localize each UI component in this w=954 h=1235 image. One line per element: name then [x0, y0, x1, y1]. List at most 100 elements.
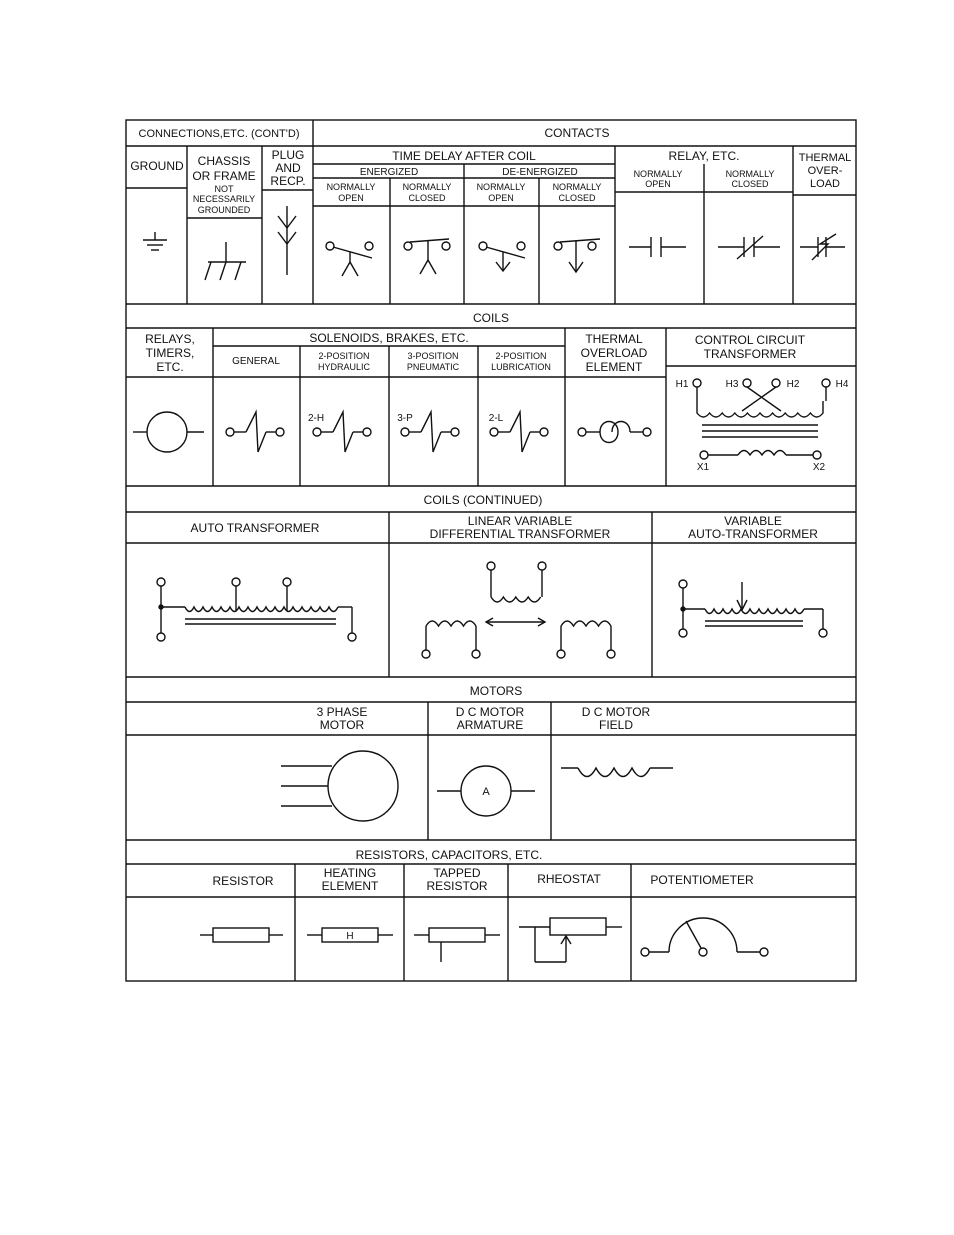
td-en-no-label-1: NORMALLY — [327, 182, 376, 192]
chart-frame — [125, 119, 857, 982]
solenoid-pneumatic-symbol — [400, 409, 460, 453]
td-de-nc-label-2: CLOSED — [558, 193, 596, 203]
solenoids-label: SOLENOIDS, BRAKES, ETC. — [309, 331, 468, 345]
thermal-element-label-1: THERMAL — [585, 332, 643, 346]
potentiometer-label: POTENTIOMETER — [650, 873, 754, 887]
td-energized-nc-symbol — [403, 238, 451, 275]
thermal-overload-element-symbol — [577, 420, 652, 444]
tapped-resistor-symbol — [414, 927, 500, 962]
variable-auto-transformer-symbol — [678, 579, 828, 638]
chassis-note-1: NOT — [215, 184, 235, 194]
auto-transformer-label: AUTO TRANSFORMER — [191, 521, 320, 535]
dc-field-label-2: FIELD — [599, 718, 633, 732]
three-phase-label-2: MOTOR — [320, 718, 365, 732]
control-transformer-label-2: TRANSFORMER — [704, 347, 797, 361]
plug-receptacle-symbol — [277, 206, 297, 275]
dc-armature-label-2: ARMATURE — [457, 718, 523, 732]
tapped-label-2: RESISTOR — [426, 879, 487, 893]
general-label: GENERAL — [232, 356, 280, 367]
lvdt-label-1: LINEAR VARIABLE — [468, 514, 572, 528]
pneumatic-label-2: PNEUMATIC — [407, 362, 460, 372]
potentiometer-symbol — [640, 917, 769, 957]
terminal-h3: H3 — [726, 379, 739, 390]
solenoid-hydraulic-symbol — [312, 409, 372, 453]
relays-label-1: RELAYS, — [145, 332, 195, 346]
motors-header: MOTORS — [470, 684, 522, 698]
relay-no-label-2: OPEN — [645, 179, 671, 189]
coils-header: COILS — [473, 311, 509, 325]
relay-nc-symbol — [718, 235, 780, 260]
armature-letter: A — [482, 786, 490, 798]
ground-symbol — [143, 232, 167, 251]
coils-continued-header: COILS (CONTINUED) — [424, 493, 543, 507]
thermal-overload-label-1: THERMAL — [799, 152, 852, 164]
contacts-header: CONTACTS — [544, 126, 609, 140]
terminal-h4: H4 — [836, 379, 849, 390]
solenoid-lubrication-symbol — [489, 409, 549, 453]
terminal-x2: X2 — [813, 462, 826, 473]
relay-nc-label-2: CLOSED — [731, 179, 769, 189]
plug-label-3: RECP. — [270, 174, 305, 188]
td-de-no-label-2: OPEN — [488, 193, 514, 203]
dc-field-label-1: D C MOTOR — [582, 705, 651, 719]
terminal-h1: H1 — [676, 379, 689, 390]
thermal-overload-label-2: OVER- — [808, 165, 843, 177]
thermal-element-label-3: ELEMENT — [586, 360, 643, 374]
td-deenergized-nc-symbol — [553, 238, 601, 274]
three-phase-label-1: 3 PHASE — [317, 705, 368, 719]
de-energized-label: DE-ENERGIZED — [502, 167, 578, 178]
control-transformer-symbol — [692, 378, 831, 460]
pneumatic-symbol-label: 3-P — [397, 413, 413, 424]
lvdt-symbol — [421, 561, 616, 659]
terminal-h2: H2 — [787, 379, 800, 390]
chassis-frame-symbol — [204, 242, 246, 281]
lvdt-label-2: DIFFERENTIAL TRANSFORMER — [430, 527, 611, 541]
relay-no-symbol — [629, 237, 686, 257]
td-energized-no-symbol — [325, 241, 374, 277]
relays-label-2: TIMERS, — [146, 346, 195, 360]
rheostat-label: RHEOSTAT — [537, 872, 601, 886]
hydraulic-symbol-label: 2-H — [308, 413, 324, 424]
chassis-note-3: GROUNDED — [198, 205, 251, 215]
td-en-nc-label-1: NORMALLY — [403, 182, 452, 192]
resistors-header: RESISTORS, CAPACITORS, ETC. — [356, 848, 543, 862]
td-en-no-label-2: OPEN — [338, 193, 364, 203]
td-deenergized-no-symbol — [478, 241, 526, 273]
relay-no-label-1: NORMALLY — [634, 169, 683, 179]
variable-label-2: AUTO-TRANSFORMER — [688, 527, 818, 541]
variable-label-1: VARIABLE — [724, 514, 782, 528]
hydraulic-label-2: HYDRAULIC — [318, 362, 371, 372]
relays-label-3: ETC. — [156, 360, 183, 374]
heating-label-1: HEATING — [324, 866, 376, 880]
chassis-label-2: OR FRAME — [192, 169, 255, 183]
pneumatic-label-1: 3-POSITION — [407, 351, 458, 361]
thermal-overload-contact-symbol — [800, 233, 845, 261]
resistor-label: RESISTOR — [212, 874, 273, 888]
ground-label: GROUND — [130, 159, 184, 173]
td-en-nc-label-2: CLOSED — [408, 193, 446, 203]
lubrication-label-1: 2-POSITION — [495, 351, 546, 361]
heating-label-2: ELEMENT — [322, 879, 379, 893]
three-phase-motor-symbol — [281, 750, 399, 822]
dc-motor-field-symbol — [561, 766, 673, 778]
solenoid-general-symbol — [225, 409, 285, 453]
rheostat-symbol — [519, 917, 622, 963]
lubrication-symbol-label: 2-L — [489, 413, 504, 424]
chassis-note-2: NECESSARILY — [193, 194, 255, 204]
td-de-nc-label-1: NORMALLY — [553, 182, 602, 192]
tapped-label-1: TAPPED — [433, 866, 480, 880]
connections-header: CONNECTIONS,ETC. (CONT'D) — [139, 128, 300, 140]
thermal-element-label-2: OVERLOAD — [581, 346, 648, 360]
control-transformer-label-1: CONTROL CIRCUIT — [695, 333, 806, 347]
dc-motor-armature-symbol — [437, 765, 535, 817]
relay-coil-symbol — [133, 411, 204, 453]
terminal-x1: X1 — [697, 462, 710, 473]
thermal-overload-label-3: LOAD — [810, 178, 840, 190]
lubrication-label-2: LUBRICATION — [491, 362, 551, 372]
relay-nc-label-1: NORMALLY — [726, 169, 775, 179]
td-de-no-label-1: NORMALLY — [477, 182, 526, 192]
hydraulic-label-1: 2-POSITION — [318, 351, 369, 361]
auto-transformer-symbol — [156, 577, 357, 642]
heating-letter: H — [346, 931, 353, 942]
